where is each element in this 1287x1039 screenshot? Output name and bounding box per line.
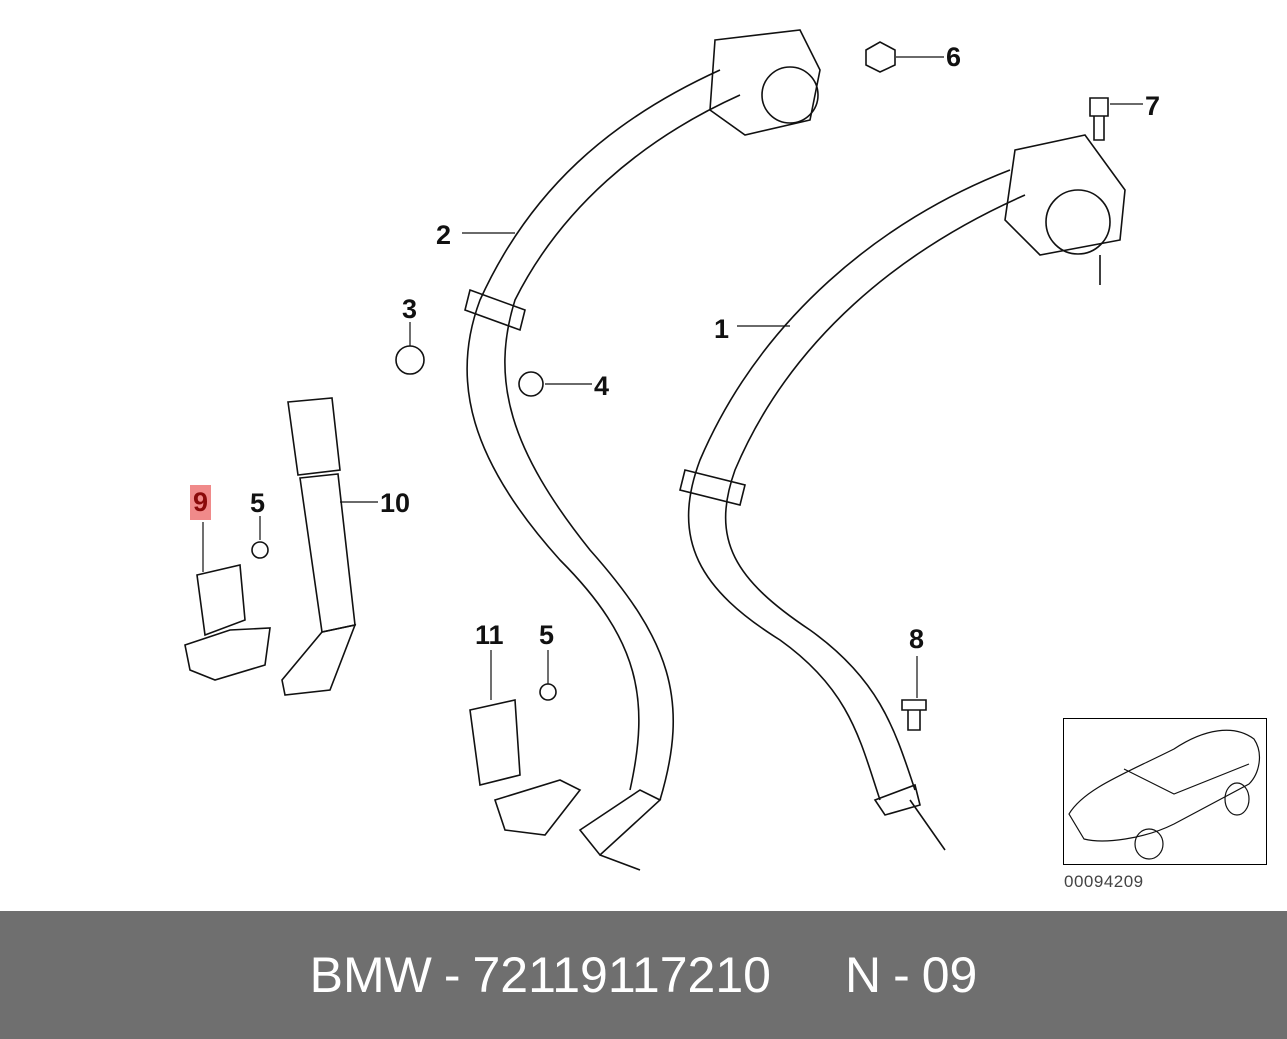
callout-8: 8	[909, 624, 925, 654]
brand-name: BMW	[309, 947, 432, 1003]
callout-5: 5	[539, 620, 555, 650]
leader-lines	[202, 56, 1143, 700]
illustration-number: 00094209	[1064, 872, 1144, 891]
buckle-9	[184, 541, 271, 681]
vehicle-thumbnail	[1063, 718, 1267, 865]
callout-11: 11	[475, 620, 504, 650]
retractor-1	[1004, 134, 1126, 285]
buckle-10	[281, 397, 357, 696]
bolt-7	[1089, 97, 1109, 141]
nut-6	[865, 41, 896, 73]
callout-7: 7	[1145, 91, 1161, 121]
callout-2: 2	[436, 220, 452, 250]
callout-10: 10	[380, 488, 411, 518]
callout-1: 1	[714, 314, 730, 344]
part-number: 72119117210	[472, 947, 771, 1003]
callout-5: 5	[250, 488, 266, 518]
callout-6: 6	[946, 42, 962, 72]
cap-3	[395, 345, 425, 375]
buckle-11	[469, 683, 582, 836]
separator: -	[893, 947, 910, 1003]
callout-3: 3	[402, 294, 418, 324]
separator: -	[443, 947, 461, 1003]
position-prefix: N	[844, 947, 882, 1003]
bolt-8	[901, 699, 927, 731]
callout-4: 4	[594, 371, 610, 401]
exploded-view-drawing	[184, 29, 1143, 871]
part-footer-bar: BMW - 72119117210 N - 09	[0, 911, 1287, 1039]
seat-belt-2	[464, 69, 741, 871]
washer-4	[518, 371, 544, 397]
callout-9-highlighted[interactable]: 9	[190, 485, 212, 520]
position-number: 09	[921, 947, 978, 1003]
car-outline-icon	[1068, 729, 1261, 860]
retractor-2	[709, 29, 821, 136]
seat-belt-1	[679, 169, 1026, 851]
